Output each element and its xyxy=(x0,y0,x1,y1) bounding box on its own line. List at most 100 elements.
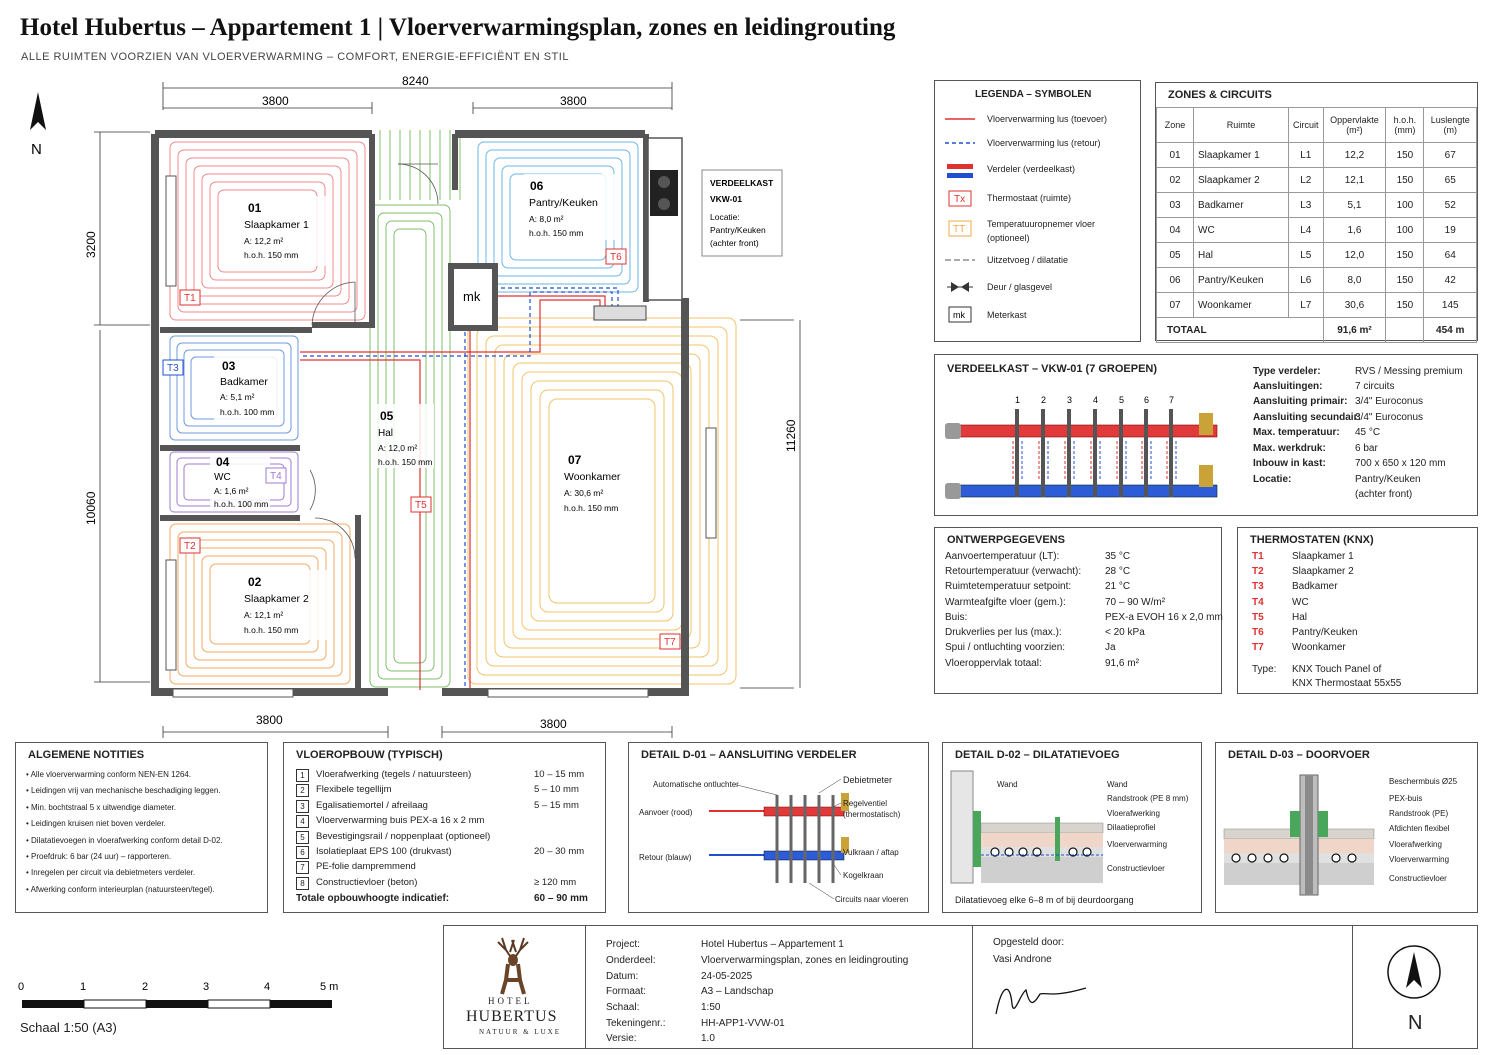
note-item: • Min. bochtstraal 5 x uitwendige diamet… xyxy=(26,803,176,812)
thermo-type-1: KNX Touch Panel of xyxy=(1292,664,1382,675)
legend-item-verdeler: Verdeler (verdeelkast) xyxy=(987,164,1076,174)
dim-top-right: 3800 xyxy=(560,94,587,108)
ontwerp-label-4: Buis: xyxy=(945,612,968,623)
thermo-type-2: KNX Thermostaat 55x55 xyxy=(1292,678,1402,689)
vloer-row-value: ≥ 120 mm xyxy=(534,876,577,888)
svg-text:0: 0 xyxy=(18,981,24,993)
note-item: • Alle vloerverwarming conform NEN-EN 12… xyxy=(26,770,192,779)
d01-label-regel2: (thermostatisch) xyxy=(843,810,901,819)
d03-label-afwerking: Vloerafwerking xyxy=(1389,840,1442,849)
vloer-row-number: 1 xyxy=(296,769,309,782)
floor-plan: N 8240 3800 3800 3200 10060 11260 3800 3… xyxy=(30,74,801,738)
d01-label-kogel: Kogelkraan xyxy=(843,871,884,880)
svg-text:Pantry/Keuken: Pantry/Keuken xyxy=(529,197,598,209)
note-item: • Dilatatievoegen in vloerafwerking conf… xyxy=(26,836,223,845)
logo-text-2: HUBERTUS xyxy=(466,1008,558,1025)
tb-value-project: Hotel Hubertus – Appartement 1 xyxy=(701,939,844,950)
d03-drawing xyxy=(1223,774,1375,896)
detail-d01-panel: DETAIL D-01 – AANSLUITING VERDELER Autom… xyxy=(628,742,929,913)
tb-label-tekeningnr: Tekeningenr.: xyxy=(606,1018,666,1029)
vloer-row-label: Constructievloer (beton) xyxy=(316,876,418,888)
thermo-room-1: Slaapkamer 2 xyxy=(1292,566,1354,577)
d02-note: Dilatatievoeg elke 6–8 m of bij deurdoor… xyxy=(955,895,1134,905)
meterkast xyxy=(448,263,498,331)
vloer-row-number: 3 xyxy=(296,799,309,813)
vk-spec-value-3: 3/4" Euroconus xyxy=(1355,412,1424,423)
legend-panel: LEGENDA – SYMBOLEN Tx TT mk Vloerverwarm… xyxy=(934,80,1141,342)
vloer-row-number: 6 xyxy=(296,846,309,859)
logo-text-3: NATUUR & LUXE xyxy=(479,1028,561,1036)
vloer-row-value: 10 – 15 mm xyxy=(534,769,585,780)
verdeelkast-callout: VERDEELKAST VKW-01 Locatie: Pantry/Keuke… xyxy=(701,169,783,257)
thermo-room-5: Pantry/Keuken xyxy=(1292,627,1358,638)
tb-label-project: Project: xyxy=(606,939,640,950)
d01-label-debiet: Debietmeter xyxy=(843,775,893,785)
legend-symbols: Tx TT mk xyxy=(945,118,975,323)
north-label-titleblock: N xyxy=(1408,1012,1423,1034)
vloer-title: VLOEROPBOUW (TYPISCH) xyxy=(296,749,443,761)
tb-value-versie: 1.0 xyxy=(701,1033,715,1044)
svg-text:h.o.h. 150 mm: h.o.h. 150 mm xyxy=(564,503,618,513)
svg-text:07: 07 xyxy=(568,453,582,467)
kitchen-counter xyxy=(647,137,683,301)
legend-item-deur: Deur / glasgevel xyxy=(987,282,1053,292)
verdeelkast-panel: VERDEELKAST – VKW-01 (7 GROEPEN) 1 2 3 4… xyxy=(934,354,1478,516)
ontwerp-label-0: Aanvoertemperatuur (LT): xyxy=(945,551,1060,562)
svg-text:mk: mk xyxy=(953,310,965,320)
loop-slaapkamer1 xyxy=(169,141,366,321)
svg-text:TT: TT xyxy=(953,224,965,235)
vloer-row-value: 5 – 15 mm xyxy=(534,799,579,811)
svg-text:A: 1,6 m²: A: 1,6 m² xyxy=(214,486,249,496)
detail-d02-panel: DETAIL D-02 – DILATATIEVOEG Wand Wand Ra… xyxy=(942,742,1202,913)
dim-right: 11260 xyxy=(784,419,798,452)
notities-panel: ALGEMENE NOTITIES • Alle vloerverwarming… xyxy=(15,742,268,913)
d03-label-pex: PEX-buis xyxy=(1389,794,1423,803)
d02-label-constr: Constructievloer xyxy=(1107,864,1165,873)
scale-label: Schaal 1:50 (A3) xyxy=(20,1020,117,1035)
svg-text:A: 12,2 m²: A: 12,2 m² xyxy=(244,236,283,246)
signature-icon xyxy=(995,987,1087,1015)
svg-text:h.o.h. 150 mm: h.o.h. 150 mm xyxy=(378,457,432,467)
windows xyxy=(165,175,717,698)
d01-label-ontluchter: Automatische ontluchter xyxy=(653,780,739,789)
svg-text:6: 6 xyxy=(1144,395,1149,405)
d01-label-aanvoer: Aanvoer (rood) xyxy=(639,808,693,817)
vk-spec-label-0: Type verdeler: xyxy=(1253,366,1321,377)
svg-text:06: 06 xyxy=(530,179,544,193)
svg-text:A: 5,1 m²: A: 5,1 m² xyxy=(220,392,255,402)
d03-label-bescherm: Beschermbuis Ø25 xyxy=(1389,777,1458,786)
door-arcs xyxy=(309,163,439,559)
svg-text:Locatie:: Locatie: xyxy=(710,212,740,222)
vloer-total-label: Totale opbouwhoogte indicatief: xyxy=(296,893,450,904)
vk-spec-value-1: 7 circuits xyxy=(1355,381,1395,392)
svg-text:h.o.h. 150 mm: h.o.h. 150 mm xyxy=(244,250,298,260)
ontwerp-title: ONTWERPGEGEVENS xyxy=(947,534,1065,546)
thermo-code-5: T6 xyxy=(1252,627,1264,638)
svg-text:h.o.h. 150 mm: h.o.h. 150 mm xyxy=(529,228,583,238)
tb-label-datum: Datum: xyxy=(606,971,639,982)
vk-spec-value-4: 45 °C xyxy=(1355,427,1381,438)
tb-value-datum: 24-05-2025 xyxy=(701,971,753,982)
vloer-row-number: 5 xyxy=(296,830,309,844)
thermo-title: THERMOSTATEN (KNX) xyxy=(1250,534,1374,546)
ontwerp-value-5: < 20 kPa xyxy=(1105,627,1145,638)
thermo-code-1: T2 xyxy=(1252,566,1264,577)
svg-text:T1: T1 xyxy=(184,293,196,304)
d01-label-regel1: Regelventiel xyxy=(843,799,888,808)
tb-value-formaat: A3 – Landschap xyxy=(701,986,774,997)
vloer-row-number: 8 xyxy=(296,876,309,890)
svg-text:h.o.h. 100 mm: h.o.h. 100 mm xyxy=(214,499,268,509)
ontwerp-label-3: Warmteafgifte vloer (gem.): xyxy=(945,597,1066,608)
tb-label-onderdeel: Onderdeel: xyxy=(606,955,656,966)
svg-text:A: 30,6 m²: A: 30,6 m² xyxy=(564,488,603,498)
svg-text:Hal: Hal xyxy=(378,428,393,439)
thermo-room-0: Slaapkamer 1 xyxy=(1292,551,1354,562)
vk-spec-label-6: Inbouw in kast: xyxy=(1253,458,1326,469)
dim-bottom-left: 3800 xyxy=(256,713,283,727)
ontwerp-value-0: 35 °C xyxy=(1105,551,1131,562)
svg-text:T7: T7 xyxy=(664,637,676,648)
vk-spec-value-6: 700 x 650 x 120 mm xyxy=(1355,458,1446,469)
